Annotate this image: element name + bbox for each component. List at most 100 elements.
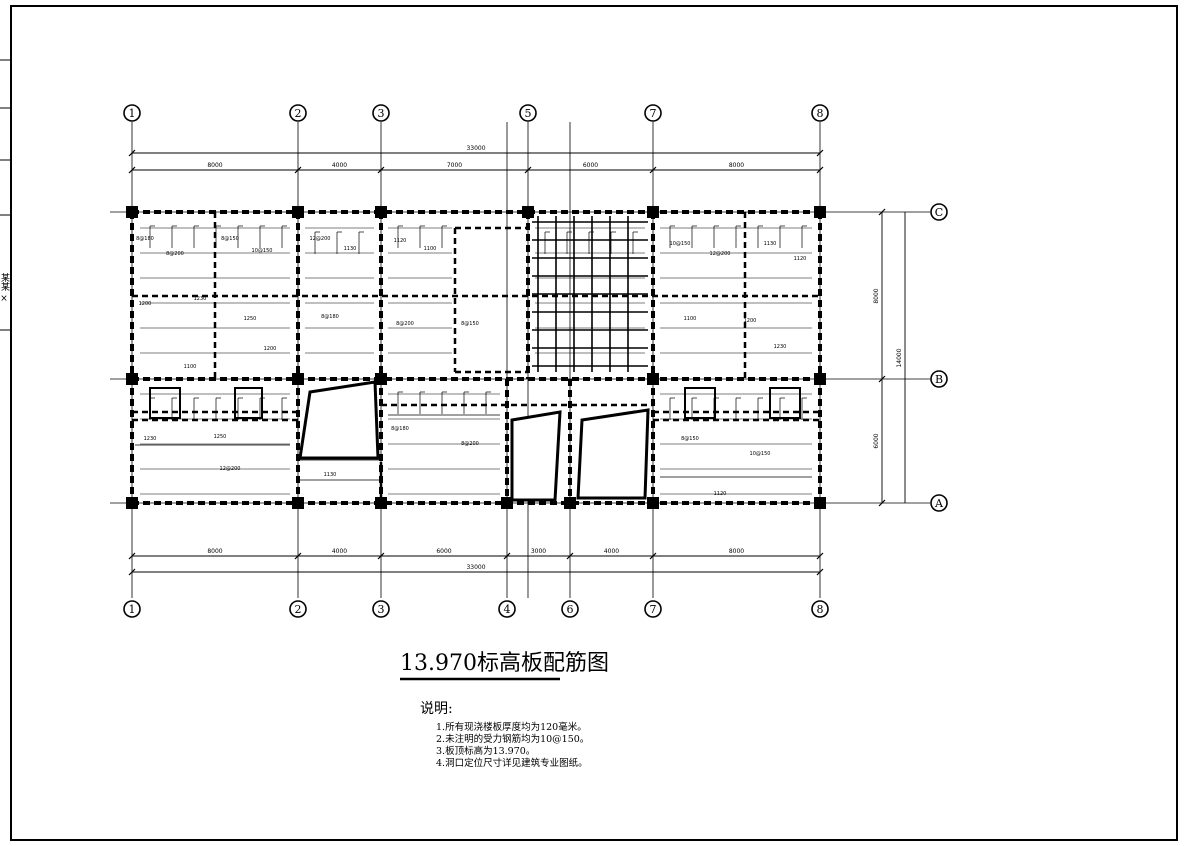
grid-lines bbox=[110, 122, 930, 598]
axis-bottom-8-label: 8 bbox=[817, 603, 824, 616]
note-line-2: 2.未注明的受力钢筋均为10@150。 bbox=[436, 734, 590, 745]
column-13 bbox=[375, 497, 387, 509]
rebar-callout: 8@180 bbox=[391, 426, 409, 432]
rebar-callout: 1200 bbox=[264, 346, 277, 352]
axis-top-1-circle bbox=[123, 104, 141, 122]
axis-bottom-3-circle bbox=[372, 600, 390, 618]
column-16 bbox=[647, 497, 659, 509]
column-14 bbox=[501, 497, 513, 509]
dim-top-spans-tick bbox=[294, 166, 302, 174]
rebar-callout: 1200 bbox=[139, 301, 152, 307]
rebar-callout: 1120 bbox=[394, 238, 407, 244]
column-4 bbox=[647, 206, 659, 218]
axis-top-8-label: 8 bbox=[817, 107, 824, 120]
dim-top-total-text: 33000 bbox=[466, 145, 485, 152]
dim-right-tick bbox=[878, 208, 886, 216]
column-11 bbox=[126, 497, 138, 509]
dim-top-total-tick bbox=[128, 149, 136, 157]
rebar-callout: 8@150 bbox=[681, 436, 699, 442]
rebar-callout: 10@150 bbox=[750, 451, 771, 457]
dim-bottom-spans-tick bbox=[128, 552, 136, 560]
side-tab-label: 某某 × bbox=[0, 272, 9, 304]
dim-top-span-text: 7000 bbox=[447, 162, 462, 169]
axis-bottom-4-label: 4 bbox=[504, 603, 511, 616]
axis-top-7-circle bbox=[644, 104, 662, 122]
axis-bottom-8-circle bbox=[811, 600, 829, 618]
axis-bottom-4-circle bbox=[498, 600, 516, 618]
dim-top-spans-tick bbox=[377, 166, 385, 174]
axis-right-A-label: A bbox=[934, 497, 944, 510]
rebar-callout: 1100 bbox=[184, 364, 197, 370]
column-6 bbox=[126, 373, 138, 385]
dim-bottom-span-text: 4000 bbox=[332, 548, 347, 555]
rebar-callout: 10@150 bbox=[252, 248, 273, 254]
dim-bottom-span-text: 8000 bbox=[729, 548, 744, 555]
axis-bottom-3-label: 3 bbox=[378, 603, 385, 616]
slab-openings bbox=[298, 380, 650, 502]
dim-right-tick bbox=[878, 499, 886, 507]
rebar-callout: 1250 bbox=[244, 316, 257, 322]
rebar-callout: 8@150 bbox=[221, 236, 239, 242]
axis-right-C-circle bbox=[930, 203, 948, 221]
slab-opening-2 bbox=[576, 408, 650, 500]
axis-bottom-2-circle bbox=[289, 600, 307, 618]
axis-right-C-label: C bbox=[935, 206, 943, 219]
note-line-1: 1.所有现浇楼板厚度均为120毫米。 bbox=[436, 722, 587, 733]
rebar-callout: 1230 bbox=[194, 296, 207, 302]
dim-bottom-total-tick bbox=[816, 568, 824, 576]
slab-opening-0 bbox=[298, 380, 380, 460]
rebar-callout: 8@200 bbox=[166, 251, 184, 257]
rebar-callout: 8@150 bbox=[461, 321, 479, 327]
notes-block: 说明: 1.所有现浇楼板厚度均为120毫米。 2.未注明的受力钢筋均为10@15… bbox=[420, 698, 589, 770]
dim-bottom-spans-tick bbox=[294, 552, 302, 560]
small-room-2 bbox=[684, 387, 716, 419]
rebar-labels: 8@1808@2008@15010@15012@2001130112011001… bbox=[136, 236, 806, 497]
dim-right-total-text: 14000 bbox=[896, 348, 903, 367]
axis-top-5-circle bbox=[519, 104, 537, 122]
axis-top-7-label: 7 bbox=[650, 107, 657, 120]
dim-top-span-text: 8000 bbox=[207, 162, 222, 169]
drawing-title-block: 13.970标高板配筋图 bbox=[400, 645, 609, 677]
note-line-3: 3.板顶标高为13.970。 bbox=[436, 746, 536, 757]
dim-top-spans-tick bbox=[649, 166, 657, 174]
rebar-callout: 1100 bbox=[424, 246, 437, 252]
column-0 bbox=[126, 206, 138, 218]
axis-right-B-label: B bbox=[935, 373, 943, 386]
drawing-title: 13.970标高板配筋图 bbox=[400, 651, 609, 676]
column-12 bbox=[292, 497, 304, 509]
dim-right-span-text: 8000 bbox=[873, 288, 880, 303]
axis-top-2-label: 2 bbox=[295, 107, 302, 120]
column-9 bbox=[647, 373, 659, 385]
column-3 bbox=[522, 206, 534, 218]
dim-top-span-text: 8000 bbox=[729, 162, 744, 169]
column-10 bbox=[814, 373, 826, 385]
rebar-callout: 10@150 bbox=[670, 241, 691, 247]
axis-bottom-1-circle bbox=[123, 600, 141, 618]
axis-top-5-label: 5 bbox=[525, 107, 532, 120]
dim-top-spans-tick bbox=[524, 166, 532, 174]
dim-bottom-total-tick bbox=[128, 568, 136, 576]
dim-bottom-spans-tick bbox=[816, 552, 824, 560]
slab-rebar-layer bbox=[135, 216, 812, 495]
dim-bottom-span-text: 4000 bbox=[604, 548, 619, 555]
rebar-callout: 12@200 bbox=[220, 466, 241, 472]
column-8 bbox=[375, 373, 387, 385]
rebar-callout: 1230 bbox=[774, 344, 787, 350]
axis-top-1-label: 1 bbox=[129, 107, 136, 120]
dim-right-tick bbox=[878, 375, 886, 383]
axis-bottom-6-label: 6 bbox=[567, 603, 574, 616]
rebar-callout: 8@180 bbox=[136, 236, 154, 242]
rebar-callout: 1120 bbox=[794, 256, 807, 262]
axis-right-B-circle bbox=[930, 370, 948, 388]
rebar-callout: 8@200 bbox=[396, 321, 414, 327]
dim-top-total-tick bbox=[816, 149, 824, 157]
column-5 bbox=[814, 206, 826, 218]
small-room-3 bbox=[769, 387, 801, 419]
column-17 bbox=[814, 497, 826, 509]
small-room-0 bbox=[149, 387, 181, 419]
axis-top-3-label: 3 bbox=[378, 107, 385, 120]
column-2 bbox=[375, 206, 387, 218]
axis-bottom-1-label: 1 bbox=[129, 603, 136, 616]
